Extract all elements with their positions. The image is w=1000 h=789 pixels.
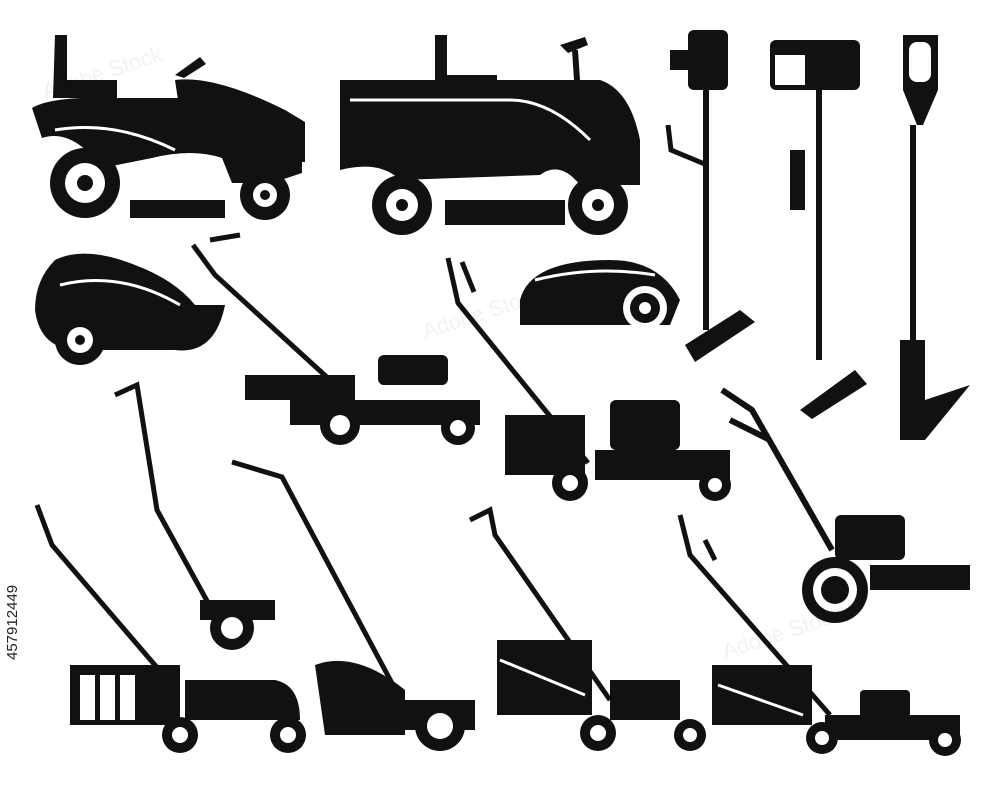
robot-mower-icon [35, 253, 225, 365]
brush-cutter-icon [770, 40, 867, 419]
gas-string-trimmer-icon [665, 30, 755, 362]
gas-mower-bag-icon [677, 514, 961, 756]
lawn-tractor-icon [340, 35, 640, 235]
robot-mower-small-icon [520, 260, 680, 330]
electric-mower-bag-icon [34, 504, 306, 753]
hand-mower-icon [113, 381, 275, 650]
gas-push-mower-icon [445, 257, 731, 501]
riding-mower-icon [32, 35, 305, 220]
electric-edger-icon [900, 35, 970, 440]
stock-id-label: 457912449 [4, 584, 21, 660]
lawn-vacuum-icon [720, 387, 970, 623]
push-mower-icon [190, 232, 480, 445]
push-mower-bag-icon [468, 506, 706, 751]
cordless-mower-icon [231, 459, 475, 751]
